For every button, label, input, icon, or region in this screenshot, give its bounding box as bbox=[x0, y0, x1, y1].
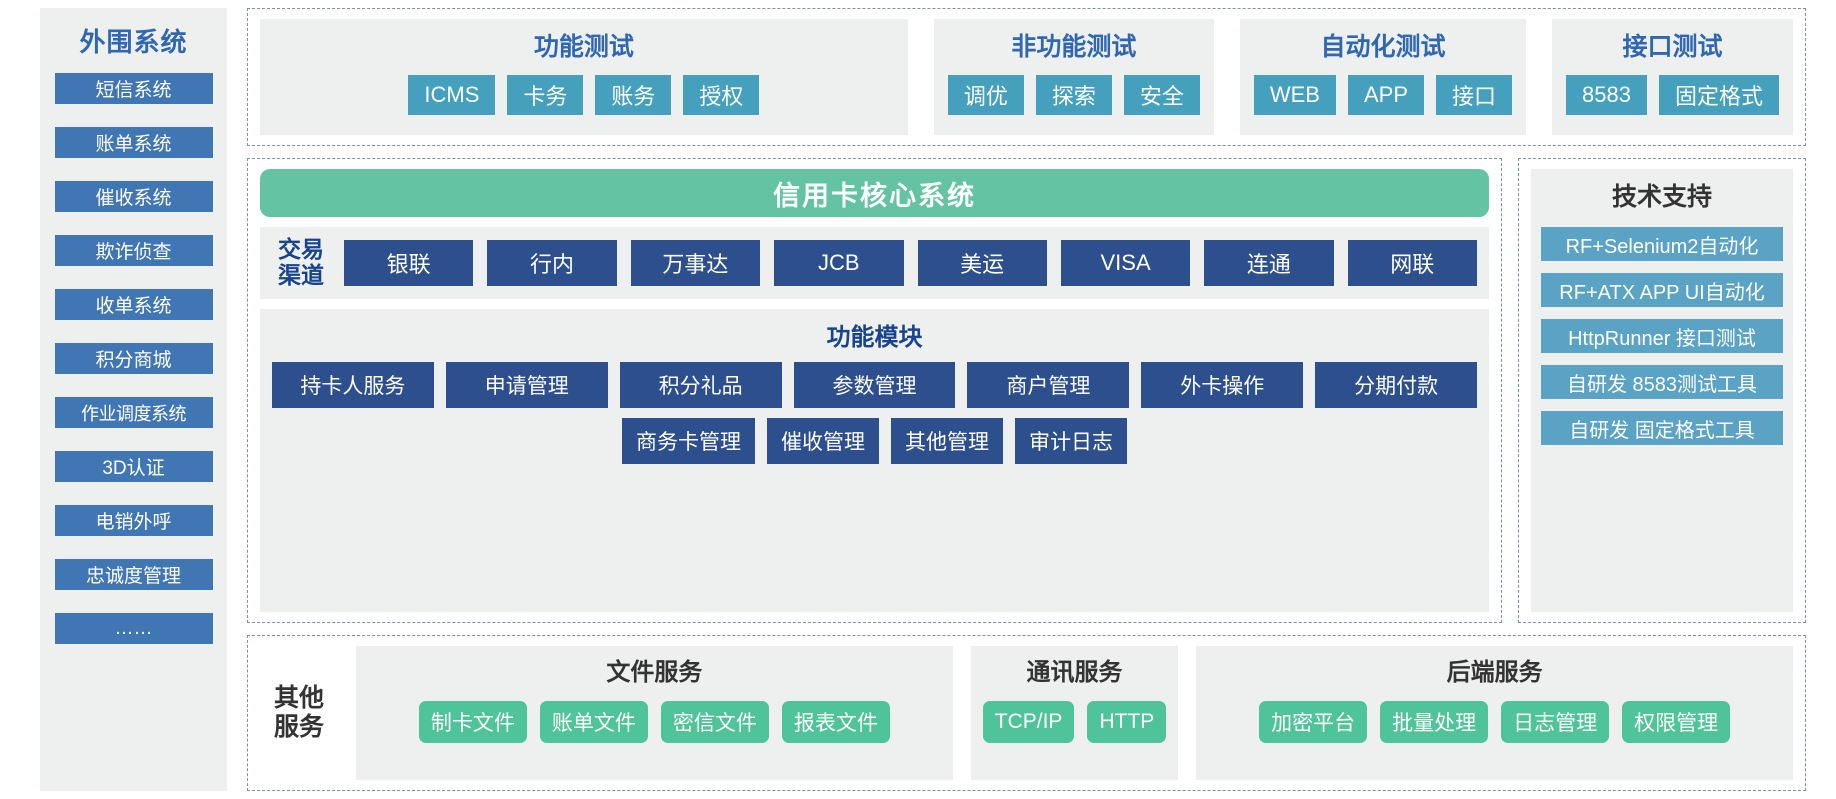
module-application-mgmt[interactable]: 申请管理 bbox=[445, 361, 608, 408]
module-installment-payment[interactable]: 分期付款 bbox=[1315, 361, 1478, 408]
module-collection-mgmt[interactable]: 催收管理 bbox=[767, 417, 879, 464]
channel-visa[interactable]: VISA bbox=[1060, 239, 1191, 286]
channel-liantong[interactable]: 连通 bbox=[1204, 239, 1334, 286]
sidebar-title: 外围系统 bbox=[79, 27, 188, 57]
sidebar-item-acquiring[interactable]: 收单系统 bbox=[54, 289, 213, 320]
sidebar-item-more[interactable]: …… bbox=[54, 613, 213, 644]
service-chip-permission-management[interactable]: 权限管理 bbox=[1622, 701, 1731, 743]
test-chip-list: WEB APP 接口 bbox=[1253, 75, 1513, 115]
channel-unionpay[interactable]: 银联 bbox=[344, 239, 474, 286]
test-chip-list: 8583 固定格式 bbox=[1566, 75, 1779, 115]
tech-support-title: 技术支持 bbox=[1611, 183, 1712, 211]
service-chip-http[interactable]: HTTP bbox=[1087, 701, 1167, 743]
sidebar-item-fraud[interactable]: 欺诈侦查 bbox=[54, 235, 213, 266]
test-chip-8583[interactable]: 8583 bbox=[1566, 75, 1647, 115]
service-chip-log-management[interactable]: 日志管理 bbox=[1501, 701, 1610, 743]
channel-jcb[interactable]: JCB bbox=[774, 239, 904, 286]
service-chip-list: TCP/IP HTTP bbox=[982, 701, 1167, 743]
test-card-nonfunctional: 非功能测试 调优 探索 安全 bbox=[933, 19, 1214, 135]
test-chip-tuning[interactable]: 调优 bbox=[947, 75, 1024, 115]
service-card-backend: 后端服务 加密平台 批量处理 日志管理 权限管理 bbox=[1196, 646, 1794, 780]
sidebar-item-loyalty[interactable]: 忠诚度管理 bbox=[54, 559, 213, 590]
function-modules-row-1: 持卡人服务 申请管理 积分礼品 参数管理 商户管理 外卡操作 分期付款 bbox=[272, 361, 1478, 408]
other-label-line2: 服务 bbox=[273, 713, 324, 741]
sidebar-item-sms[interactable]: 短信系统 bbox=[54, 73, 213, 104]
test-chip-accounting[interactable]: 账务 bbox=[595, 75, 672, 115]
service-chip-list: 制卡文件 账单文件 密信文件 报表文件 bbox=[418, 701, 890, 743]
service-chip-batch-processing[interactable]: 批量处理 bbox=[1380, 701, 1489, 743]
transaction-channel-label: 交易 渠道 bbox=[272, 236, 330, 289]
service-chip-secure-letter-file[interactable]: 密信文件 bbox=[660, 701, 769, 743]
module-business-card-mgmt[interactable]: 商务卡管理 bbox=[622, 417, 755, 464]
service-chip-list: 加密平台 批量处理 日志管理 权限管理 bbox=[1259, 701, 1731, 743]
tech-item-rf-atx-app-ui[interactable]: RF+ATX APP UI自动化 bbox=[1541, 273, 1783, 307]
service-chip-card-production-file[interactable]: 制卡文件 bbox=[418, 701, 527, 743]
test-card-title: 功能测试 bbox=[533, 33, 634, 61]
core-system-title: 信用卡核心系统 bbox=[260, 169, 1489, 217]
channel-mastercard[interactable]: 万事达 bbox=[630, 239, 761, 286]
core-and-support-row: 信用卡核心系统 交易 渠道 银联 行内 万事达 JCB 美运 VISA 连通 bbox=[247, 158, 1806, 623]
channel-nets-union[interactable]: 网联 bbox=[1347, 239, 1477, 286]
service-card-file: 文件服务 制卡文件 账单文件 密信文件 报表文件 bbox=[356, 646, 953, 780]
module-audit-log[interactable]: 审计日志 bbox=[1015, 417, 1127, 464]
channel-in-bank[interactable]: 行内 bbox=[487, 239, 617, 286]
tech-item-8583-tool[interactable]: 自研发 8583测试工具 bbox=[1541, 365, 1783, 399]
core-system-section: 信用卡核心系统 交易 渠道 银联 行内 万事达 JCB 美运 VISA 连通 bbox=[247, 158, 1502, 623]
transaction-channel-band: 交易 渠道 银联 行内 万事达 JCB 美运 VISA 连通 网联 bbox=[260, 227, 1489, 299]
other-services-label: 其他 服务 bbox=[260, 646, 338, 780]
sidebar-item-3d-auth[interactable]: 3D认证 bbox=[54, 451, 213, 482]
test-card-title: 接口测试 bbox=[1622, 33, 1723, 61]
function-modules-row-2: 商务卡管理 催收管理 其他管理 审计日志 bbox=[272, 417, 1477, 464]
main-column: 功能测试 ICMS 卡务 账务 授权 非功能测试 调优 探索 安全 自动化测试 bbox=[247, 8, 1806, 791]
test-card-automation: 自动化测试 WEB APP 接口 bbox=[1239, 19, 1527, 135]
test-chip-interface[interactable]: 接口 bbox=[1436, 75, 1513, 115]
sidebar-item-billing[interactable]: 账单系统 bbox=[54, 127, 213, 158]
module-parameter-mgmt[interactable]: 参数管理 bbox=[793, 361, 956, 408]
test-card-interface: 接口测试 8583 固定格式 bbox=[1552, 19, 1793, 135]
test-chip-exploratory[interactable]: 探索 bbox=[1035, 75, 1112, 115]
channel-label-line2: 渠道 bbox=[278, 261, 324, 288]
channel-amex[interactable]: 美运 bbox=[917, 239, 1047, 286]
function-modules-band: 功能模块 持卡人服务 申请管理 积分礼品 参数管理 商户管理 外卡操作 分期付款… bbox=[260, 308, 1489, 612]
service-card-title: 后端服务 bbox=[1446, 659, 1543, 686]
tech-support-section: 技术支持 RF+Selenium2自动化 RF+ATX APP UI自动化 Ht… bbox=[1518, 158, 1806, 623]
test-chip-app[interactable]: APP bbox=[1347, 75, 1425, 115]
tech-item-fixed-format-tool[interactable]: 自研发 固定格式工具 bbox=[1541, 411, 1783, 445]
sidebar-item-telemarketing[interactable]: 电销外呼 bbox=[54, 505, 213, 536]
sidebar-item-collection[interactable]: 催收系统 bbox=[54, 181, 213, 212]
module-foreign-card-ops[interactable]: 外卡操作 bbox=[1141, 361, 1304, 408]
sidebar-item-job-scheduling[interactable]: 作业调度系统 bbox=[54, 397, 213, 428]
channel-label-line1: 交易 bbox=[278, 236, 324, 262]
service-chip-statement-file[interactable]: 账单文件 bbox=[539, 701, 648, 743]
service-card-communication: 通讯服务 TCP/IP HTTP bbox=[970, 646, 1179, 780]
service-card-title: 通讯服务 bbox=[1026, 659, 1123, 686]
module-cardholder-service[interactable]: 持卡人服务 bbox=[272, 361, 434, 408]
test-card-title: 非功能测试 bbox=[1011, 33, 1137, 61]
test-chip-fixed-format[interactable]: 固定格式 bbox=[1658, 75, 1779, 115]
test-chip-icms[interactable]: ICMS bbox=[408, 75, 496, 115]
test-types-section: 功能测试 ICMS 卡务 账务 授权 非功能测试 调优 探索 安全 自动化测试 bbox=[247, 8, 1806, 146]
test-chip-list: 调优 探索 安全 bbox=[947, 75, 1200, 115]
test-chip-security[interactable]: 安全 bbox=[1123, 75, 1200, 115]
test-chip-card-service[interactable]: 卡务 bbox=[507, 75, 584, 115]
other-services-section: 其他 服务 文件服务 制卡文件 账单文件 密信文件 报表文件 通讯服务 TCP bbox=[247, 635, 1806, 791]
test-card-functional: 功能测试 ICMS 卡务 账务 授权 bbox=[260, 19, 908, 135]
service-chip-encryption-platform[interactable]: 加密平台 bbox=[1259, 701, 1368, 743]
tech-item-httprunner[interactable]: HttpRunner 接口测试 bbox=[1541, 319, 1783, 353]
test-card-title: 自动化测试 bbox=[1320, 33, 1446, 61]
sidebar-item-points-mall[interactable]: 积分商城 bbox=[54, 343, 213, 374]
module-merchant-mgmt[interactable]: 商户管理 bbox=[967, 361, 1130, 408]
function-modules-title: 功能模块 bbox=[826, 323, 923, 351]
module-other-mgmt[interactable]: 其他管理 bbox=[891, 417, 1003, 464]
peripheral-systems-sidebar: 外围系统 短信系统 账单系统 催收系统 欺诈侦查 收单系统 积分商城 作业调度系… bbox=[40, 8, 227, 791]
test-chip-authorization[interactable]: 授权 bbox=[683, 75, 760, 115]
tech-item-rf-selenium2[interactable]: RF+Selenium2自动化 bbox=[1541, 227, 1783, 261]
module-points-gifts[interactable]: 积分礼品 bbox=[619, 361, 782, 408]
test-chip-list: ICMS 卡务 账务 授权 bbox=[408, 75, 760, 115]
other-label-line1: 其他 bbox=[273, 684, 324, 713]
service-card-title: 文件服务 bbox=[606, 659, 703, 686]
service-chip-tcpip[interactable]: TCP/IP bbox=[982, 701, 1075, 743]
service-chip-report-file[interactable]: 报表文件 bbox=[781, 701, 890, 743]
test-chip-web[interactable]: WEB bbox=[1253, 75, 1336, 115]
